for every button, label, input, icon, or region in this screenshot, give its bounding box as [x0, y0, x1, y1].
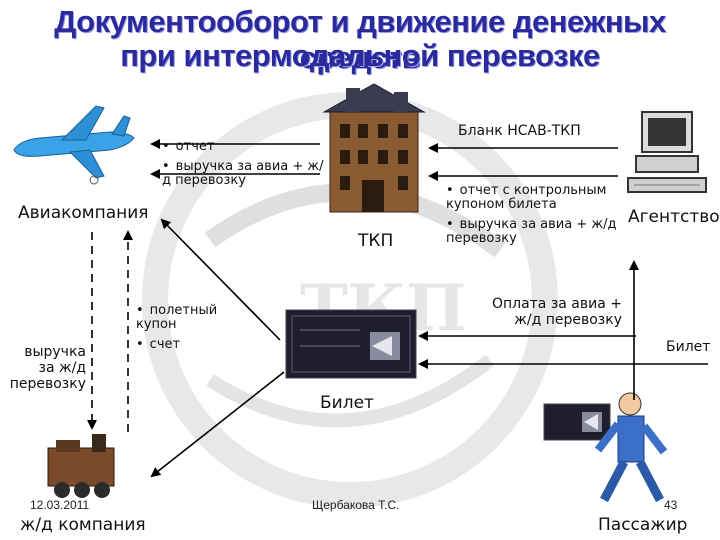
footer-date: 12.03.2011 [30, 498, 90, 512]
ticket-label: Билет [320, 393, 374, 413]
blank-label: Бланк НСАВ-ТКП [458, 123, 581, 139]
agency-label: Агентство [628, 207, 720, 227]
slide-title-line1: Документооборот и движение денежных сред… [54, 4, 666, 75]
flow-revenue-air-rail: выручка за авиа + ж/д перевозку [162, 160, 332, 188]
locomotive-icon [47, 434, 115, 498]
footer-author: Щербакова Т.С. [312, 498, 400, 512]
slide-title-line2: при интермодальной перевозке [120, 38, 600, 73]
passenger-icon [594, 392, 668, 503]
flow-flight-coupon: полетный купон [136, 304, 236, 332]
rail-company-label: ж/д компания [20, 515, 146, 535]
small-ticket-icon [543, 403, 611, 441]
airline-to-rail-label: выручка за ж/д перевозку [9, 344, 86, 392]
tkp-label: ТКП [358, 231, 394, 251]
computer-icon [627, 111, 707, 193]
flow-revenue-agency: выручка за авиа + ж/д перевозку [446, 218, 631, 246]
passenger-payment-label: Оплата за авиа + ж/д перевозку [491, 296, 622, 328]
airplane-icon [13, 105, 135, 185]
airline-label: Авиакомпания [18, 203, 149, 223]
flow-invoice: счет [136, 338, 236, 352]
agency-to-tkp-list: отчет с контрольным купоном билета выруч… [446, 184, 631, 252]
passenger-label: Пассажир [598, 515, 688, 535]
building-icon [322, 83, 426, 213]
flow-report: отчет [162, 140, 332, 154]
footer-page-number: 43 [664, 498, 678, 512]
flow-report-coupon: отчет с контрольным купоном билета [446, 184, 631, 212]
ticket-to-rail-list: полетный купон счет [136, 304, 236, 358]
tkp-to-airline-list: отчет выручка за авиа + ж/д перевозку [162, 140, 332, 194]
ticket-icon [285, 309, 417, 379]
agency-ticket-label: Билет [666, 339, 711, 355]
